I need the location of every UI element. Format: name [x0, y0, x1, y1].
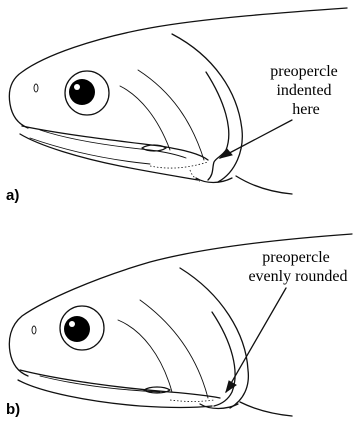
callout-text-a: preopercle indented here [270, 63, 342, 118]
upper-jaw-b [20, 370, 220, 398]
eye-icon [65, 71, 109, 115]
branchiostegal-b [240, 402, 292, 416]
nostril-b [32, 326, 36, 334]
panel-a: preopercle indented here a) [6, 8, 347, 204]
panel-label-a: a) [6, 187, 19, 204]
cheek-line-2-a [138, 70, 204, 160]
nostril-a [34, 84, 38, 92]
callout-text-b: preopercle evenly rounded [248, 249, 347, 285]
cheek-line-b [118, 320, 172, 392]
cheek-line-2-b [140, 300, 208, 398]
callout-arrow-b [226, 288, 286, 392]
maxilla-a [40, 130, 186, 158]
opercle-margin-b [180, 268, 248, 408]
preopercle-indented-a [206, 72, 229, 180]
panel-label-b: b) [6, 401, 20, 418]
panel-b: preopercle evenly rounded b) [6, 234, 352, 418]
preopercle-rounded-b [212, 312, 235, 406]
gill-cover-lower-a [196, 178, 232, 183]
callout-arrow-a [220, 120, 292, 158]
branchiostegal-a [236, 176, 292, 194]
dotted-line-a [150, 162, 208, 168]
dotted-line-b [170, 400, 214, 402]
cheek-line-a [120, 86, 170, 150]
eye-icon [60, 306, 104, 350]
upper-jaw-a [22, 126, 208, 160]
lower-jaw-a [20, 134, 198, 180]
